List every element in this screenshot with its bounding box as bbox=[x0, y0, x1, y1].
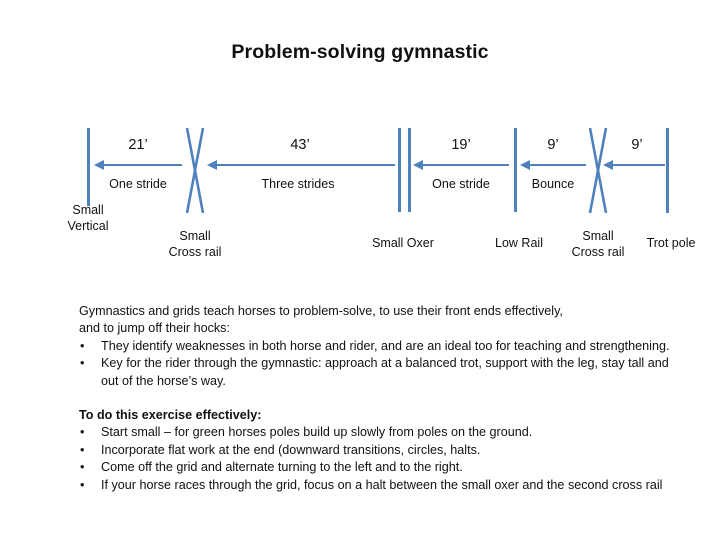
obstacle-small-oxer-rail-front bbox=[398, 128, 401, 212]
obstacle-small-cross-rail-1 bbox=[184, 128, 206, 213]
obstacle-label-small-vertical: Small Vertical bbox=[67, 203, 109, 233]
distance-measure-43: 43’ bbox=[290, 137, 310, 153]
list-item-text: If your horse races through the grid, fo… bbox=[101, 477, 663, 492]
gymnastic-grid-diagram: Small Vertical Small Cross rail Small Ox… bbox=[67, 128, 696, 259]
distance-measure-21: 21’ bbox=[128, 137, 148, 153]
distance-measure-19: 19’ bbox=[451, 137, 471, 153]
arrow-head-icon bbox=[207, 160, 217, 170]
obstacle-small-cross-rail-2 bbox=[587, 128, 609, 213]
distance-arrow-21 bbox=[94, 160, 182, 170]
list-item-text: Key for the rider through the gymnastic:… bbox=[101, 356, 669, 388]
body-text-block: Gymnastics and grids teach horses to pro… bbox=[79, 303, 679, 494]
arrow-shaft bbox=[216, 164, 395, 167]
list-item: • Key for the rider through the gymnasti… bbox=[79, 355, 679, 390]
obstacle-label-small-oxer: Small Oxer bbox=[372, 236, 434, 250]
distance-measure-9-trot: 9’ bbox=[631, 137, 643, 153]
list-item-text: Come off the grid and alternate turning … bbox=[101, 460, 463, 475]
section-heading: To do this exercise effectively: bbox=[79, 408, 262, 423]
obstacle-label-small-cross-rail-1: Small Cross rail bbox=[168, 229, 222, 259]
arrow-head-icon bbox=[603, 160, 613, 170]
list-item: • If your horse races through the grid, … bbox=[79, 477, 679, 494]
distance-arrow-9-trot bbox=[603, 160, 665, 170]
list-item-text: Incorporate flat work at the end (downwa… bbox=[101, 442, 481, 457]
obstacle-low-rail-pole bbox=[514, 128, 517, 212]
list-item: • Come off the grid and alternate turnin… bbox=[79, 459, 679, 476]
arrow-shaft bbox=[422, 164, 509, 167]
distance-measure-9-bounce: 9’ bbox=[547, 137, 559, 153]
distance-strides-19: One stride bbox=[432, 177, 490, 191]
page-title: Problem-solving gymnastic bbox=[231, 41, 489, 63]
intro-line-2: and to jump off their hocks: bbox=[79, 321, 230, 336]
obstacle-small-oxer-rail-back bbox=[408, 128, 411, 212]
obstacle-label-small-cross-rail-2: Small Cross rail bbox=[571, 229, 625, 259]
list-item: • They identify weaknesses in both horse… bbox=[79, 338, 679, 355]
bullet-icon: • bbox=[80, 460, 85, 475]
list-item: • Incorporate flat work at the end (down… bbox=[79, 442, 679, 459]
distance-strides-9-bounce: Bounce bbox=[531, 177, 575, 191]
distance-arrow-43 bbox=[207, 160, 395, 170]
distance-arrow-19 bbox=[413, 160, 509, 170]
distance-arrow-9-bounce bbox=[520, 160, 586, 170]
cross-rail-icon bbox=[185, 128, 205, 213]
list-item-text: They identify weaknesses in both horse a… bbox=[101, 338, 670, 353]
distance-strides-43: Three strides bbox=[261, 177, 335, 191]
bullet-icon: • bbox=[80, 442, 85, 457]
cross-rail-icon bbox=[588, 128, 608, 213]
obstacle-trot-pole bbox=[666, 128, 669, 213]
arrow-head-icon bbox=[94, 160, 104, 170]
bullet-icon: • bbox=[80, 425, 85, 440]
arrow-shaft bbox=[529, 164, 586, 167]
intro-line-1: Gymnastics and grids teach horses to pro… bbox=[79, 304, 563, 318]
arrow-shaft bbox=[103, 164, 182, 167]
bullet-icon: • bbox=[80, 477, 85, 492]
bullet-icon: • bbox=[80, 356, 85, 371]
list-item-text: Start small – for green horses poles bui… bbox=[101, 425, 533, 440]
obstacle-small-vertical-pole bbox=[87, 128, 90, 206]
bullet-icon: • bbox=[80, 338, 85, 353]
arrow-shaft bbox=[612, 164, 665, 167]
distance-strides-21: One stride bbox=[109, 177, 167, 191]
obstacle-label-trot-pole: Trot pole bbox=[646, 236, 696, 250]
arrow-head-icon bbox=[520, 160, 530, 170]
arrow-head-icon bbox=[413, 160, 423, 170]
list-item: • Start small – for green horses poles b… bbox=[79, 424, 679, 441]
obstacle-label-low-rail: Low Rail bbox=[495, 236, 543, 250]
